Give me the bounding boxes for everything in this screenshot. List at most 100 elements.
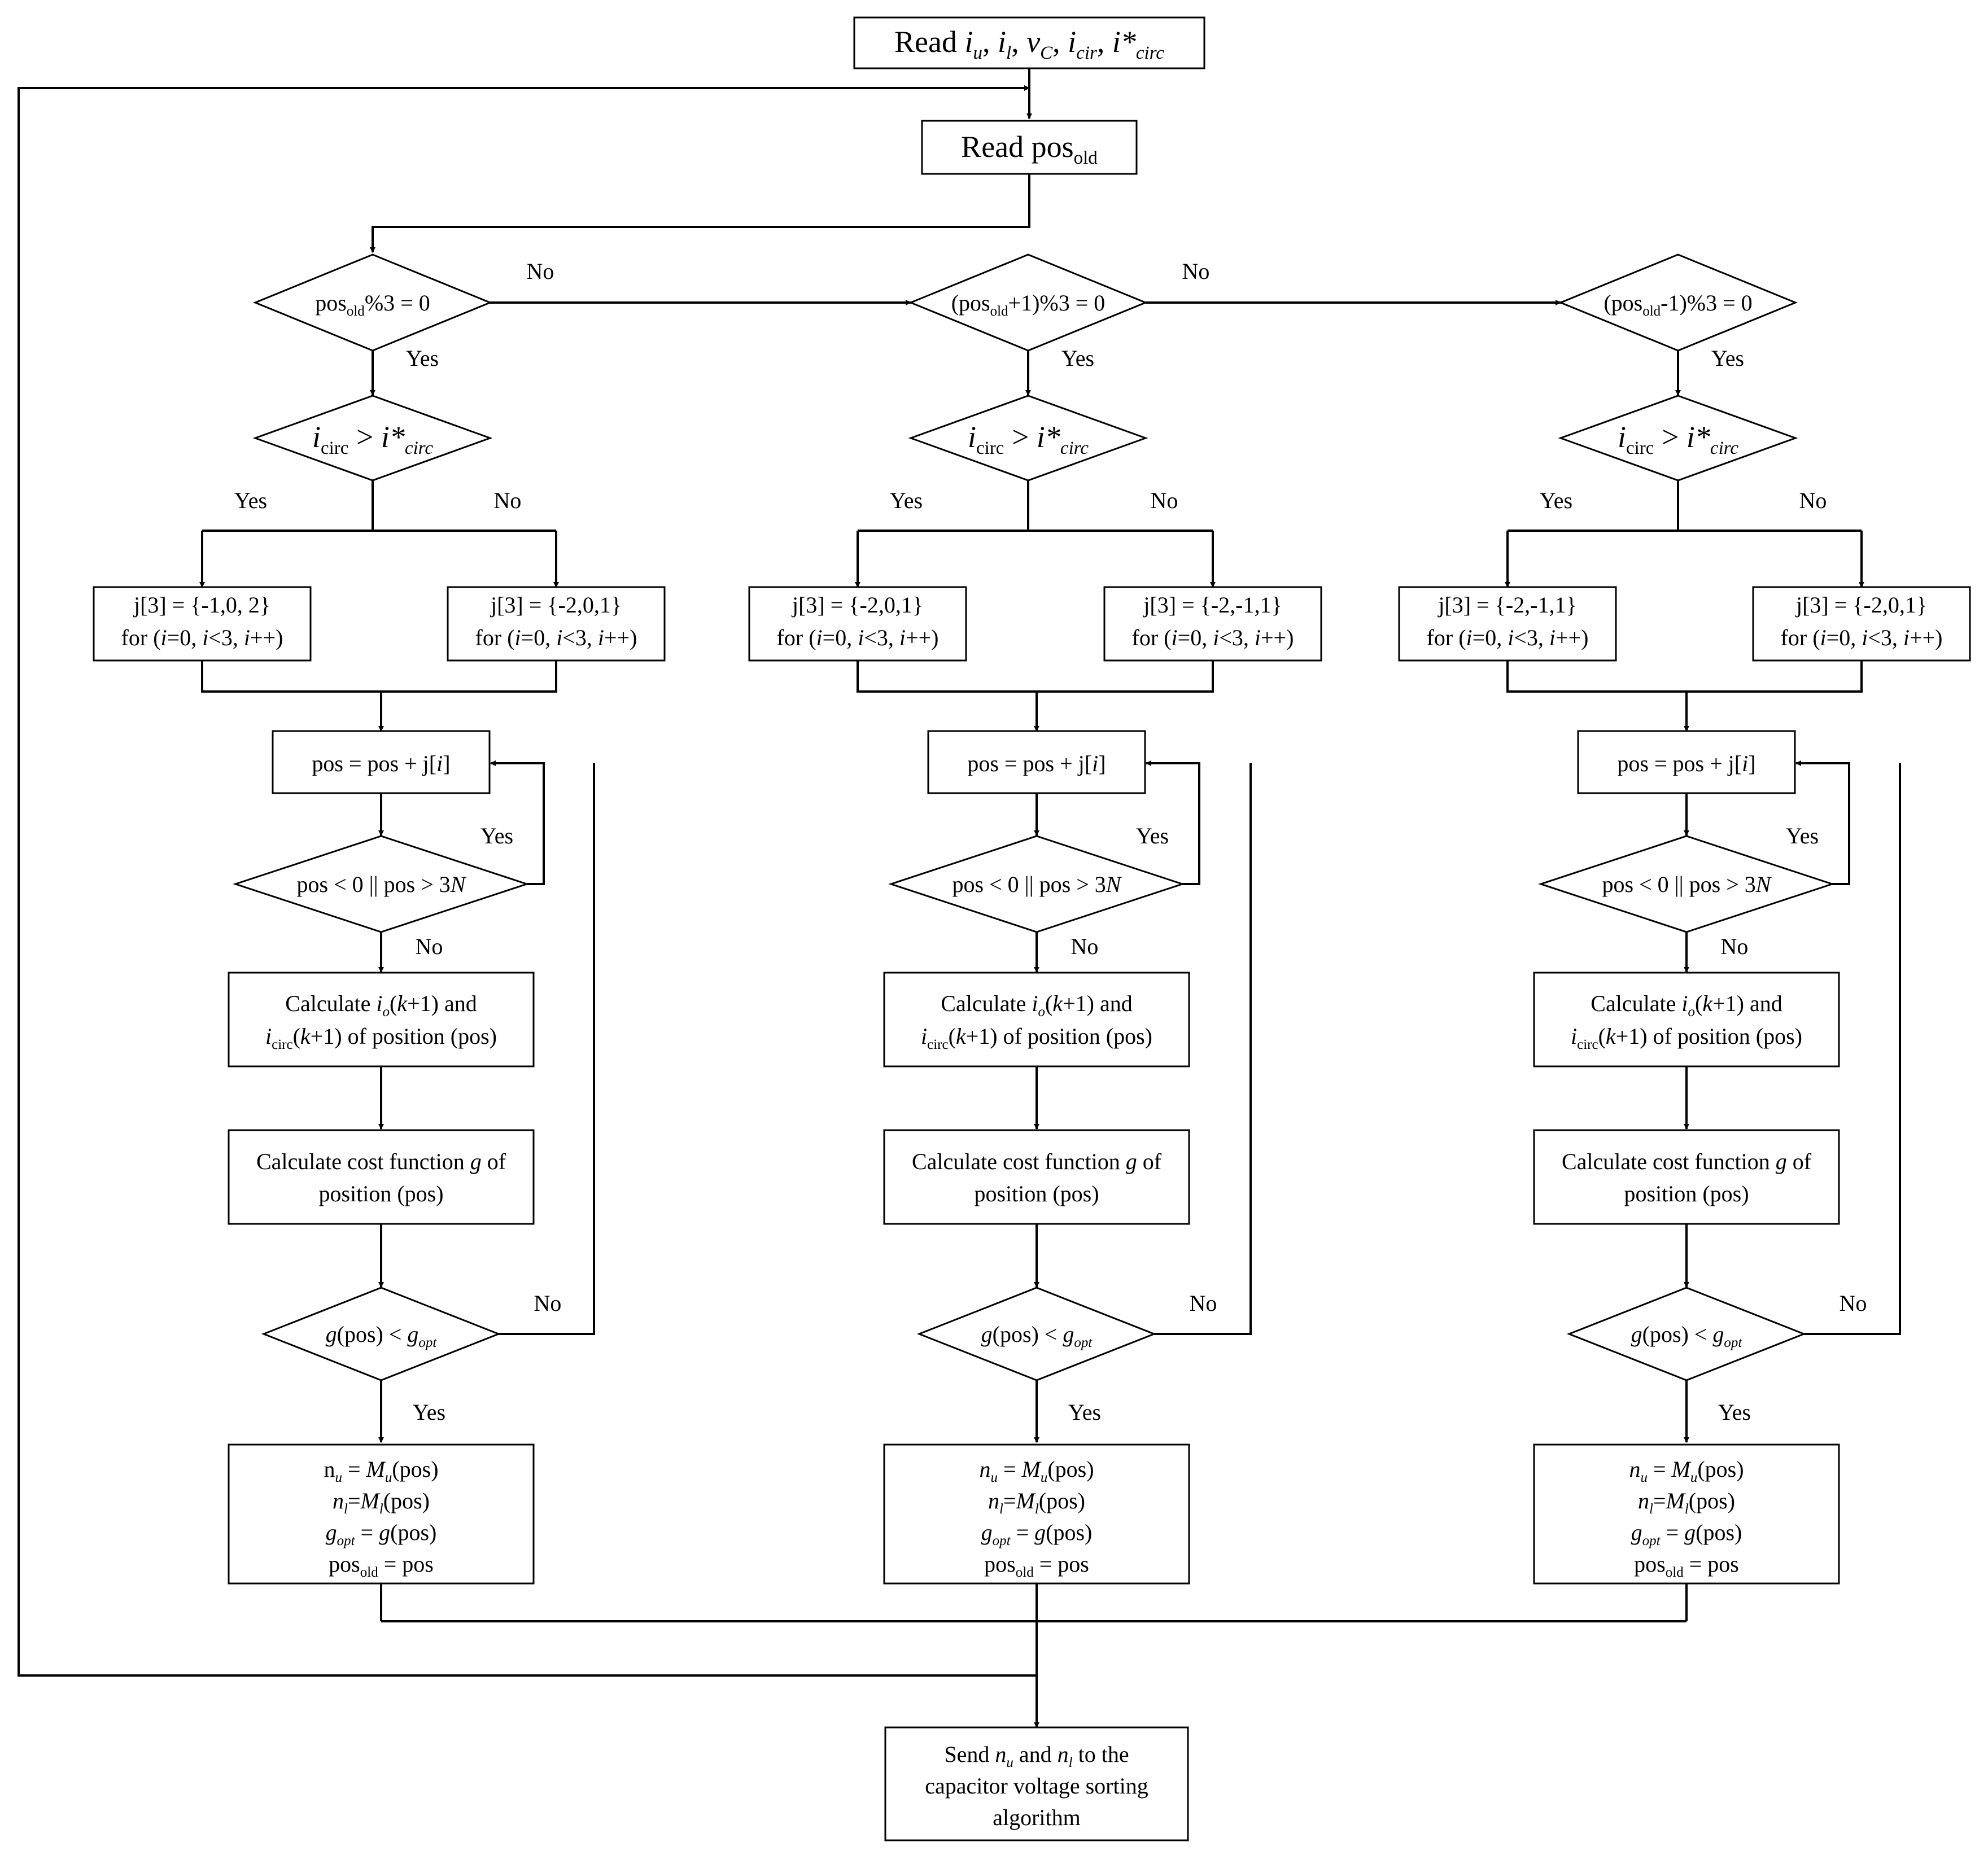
branch2-range-yes-label: Yes [1136,823,1169,848]
read-inputs-label: Read iu​, il​, vC​, icir​, i*circ​ [894,25,1164,63]
branch2-yes-box-line2: for (i=0, i<3, i++) [777,625,939,650]
branch1-calc-io-line1: Calculate io​(k+1) and [285,991,477,1020]
branch3-assign-box [1533,1443,1840,1585]
branch2-cost-no-loop [1154,763,1252,1335]
branch3-no-box [1752,586,1971,662]
branch2-update-text: pos = pos + j[i] [967,751,1106,776]
branch3-compare-diamond [1558,395,1798,482]
branch2-no-box-line2: for (i=0, i<3, i++) [1132,625,1294,650]
branch2-no-label: No [1182,259,1210,284]
branch2-yes-box-line1: j[3] = {-2,0,1} [791,592,923,618]
branch2-calc-io-line2: icirc​(k+1) of position (pos) [921,1023,1152,1052]
branch2-calc-io-line1: Calculate io​(k+1) and [941,991,1132,1020]
branch1-compare-diamond [252,395,493,482]
branch1-range-yes-label: Yes [480,823,513,848]
branch1-no-label: No [527,259,554,284]
branch2-assign-box [883,1443,1190,1585]
branch3-update-box [1577,730,1796,794]
branch1-cost-no-loop [499,763,595,1335]
branch3-yes-box-line1: j[3] = {-2,-1,1} [1437,592,1576,618]
branch2-cost-compare-diamond [916,1287,1157,1381]
branch3-cost-box [1533,1129,1840,1225]
branch1-merge-bar [201,660,557,693]
branch2-range-yes-loop [1146,760,1200,885]
branch3-condition-diamond [1558,253,1798,352]
branch1-range-yes-loop [490,760,545,885]
branch1-no-box-line2: for (i=0, i<3, i++) [475,625,637,650]
feedback-loop [18,85,1037,1677]
branch1-assign-line4: posold​ = pos [329,1551,434,1580]
branch3-yes-box-line2: for (i=0, i<3, i++) [1427,625,1589,650]
branch3-assign-line1: nu​ = Mu​(pos) [1629,1456,1744,1485]
branch1-cost-line2: position (pos) [318,1181,443,1206]
branch2-cost-line2: position (pos) [974,1181,1099,1206]
branch3-no-box-line1: j[3] = {-2,0,1} [1795,592,1927,618]
read-pos-label: Read posold​ [961,130,1098,168]
branch2-calc-io-box [883,972,1190,1068]
branch1-condition-diamond [253,253,492,352]
branch3-range-yes-label: Yes [1786,823,1819,848]
branch2-assign-line4: posold​ = pos [984,1551,1089,1580]
branch3-yes-box [1398,586,1617,662]
branch2-range-diamond [888,835,1185,933]
branch3-calc-io-line2: icirc​(k+1) of position (pos) [1571,1023,1802,1052]
branch3-cost-compare-diamond [1566,1287,1807,1381]
branch2-cost-yes-label: Yes [1068,1399,1101,1425]
branch2-no-box [1103,586,1322,662]
branch2-compare-no-label: No [1151,488,1178,513]
send-line2: capacitor voltage sorting [925,1773,1148,1799]
branch2-update-box [927,730,1146,794]
branch2-compare-yes-label: Yes [890,488,923,513]
branch1-assign-line3: gopt​ = g(pos) [326,1520,437,1548]
branch3-condition-text: (posold​-1)%3 = 0 [1603,290,1752,319]
branch3-cost-no-loop [1804,763,1901,1335]
branch3-update-text: pos = pos + j[i] [1617,751,1755,776]
branch2-cost-compare-text: g(pos) < gopt​ [981,1322,1093,1350]
branch1-calc-io-line2: icirc​(k+1) of position (pos) [265,1023,497,1052]
read-pos-box [921,120,1138,175]
branch1-condition-text: posold​%3 = 0 [315,290,430,319]
branch1-range-no-label: No [416,934,443,959]
branch1-assign-line1: nu​ = Mu​(pos) [324,1456,438,1485]
send-line1: Send nu​ and nl​ to the [944,1742,1129,1770]
branch2-condition-diamond [908,253,1148,352]
send-line3: algorithm [993,1805,1081,1830]
arrow-readpos-to-branch1 [370,174,1030,253]
branch1-calc-io-box [228,972,535,1068]
branch2-cost-line1: Calculate cost function g of [912,1149,1162,1174]
branch3-cond-yes-label: Yes [1711,345,1744,371]
branch1-compare-no-label: No [494,488,522,513]
branch2-assign-line2: nl​=Ml​(pos) [988,1488,1085,1517]
branch1-update-box [272,730,491,794]
branch3-cost-no-label: No [1840,1290,1867,1316]
branch1-cost-compare-diamond [261,1287,501,1381]
branch2-cost-no-label: No [1190,1290,1217,1316]
branch3-cost-line2: position (pos) [1624,1181,1749,1206]
branch3-range-text: pos < 0 || pos > 3N [1602,872,1772,897]
branch3-assign-line4: posold​ = pos [1634,1551,1739,1580]
send-box [884,1726,1189,1841]
branch1-yes-box [93,586,312,662]
branch3-compare-yes-label: Yes [1540,488,1572,513]
branch2-cond-yes-label: Yes [1061,345,1094,371]
branch1-cost-no-label: No [534,1290,562,1316]
branch3-calc-io-line1: Calculate io​(k+1) and [1591,991,1782,1020]
branch1-range-diamond [233,835,530,933]
branch1-no-box [447,586,666,662]
branch3-assign-line3: gopt​ = g(pos) [1631,1520,1742,1548]
branch1-range-text: pos < 0 || pos > 3N [297,872,467,897]
branch3-assign-line2: nl​=Ml​(pos) [1638,1488,1735,1517]
branch3-no-box-line2: for (i=0, i<3, i++) [1781,625,1943,650]
branch1-no-box-line1: j[3] = {-2,0,1} [490,592,622,618]
branch3-compare-no-label: No [1799,488,1827,513]
branch3-cost-yes-label: Yes [1718,1399,1751,1425]
branch2-yes-box [748,586,967,662]
read-inputs-box [853,16,1205,69]
branch2-no-box-line1: j[3] = {-2,-1,1} [1142,592,1282,618]
branch3-range-diamond [1538,835,1835,933]
branch2-range-no-label: No [1071,934,1099,959]
branch1-yes-box-line2: for (i=0, i<3, i++) [121,625,283,650]
branch1-cost-line1: Calculate cost function g of [256,1149,506,1174]
branch3-compare-text: icirc​ > i*circ​ [1618,420,1738,458]
